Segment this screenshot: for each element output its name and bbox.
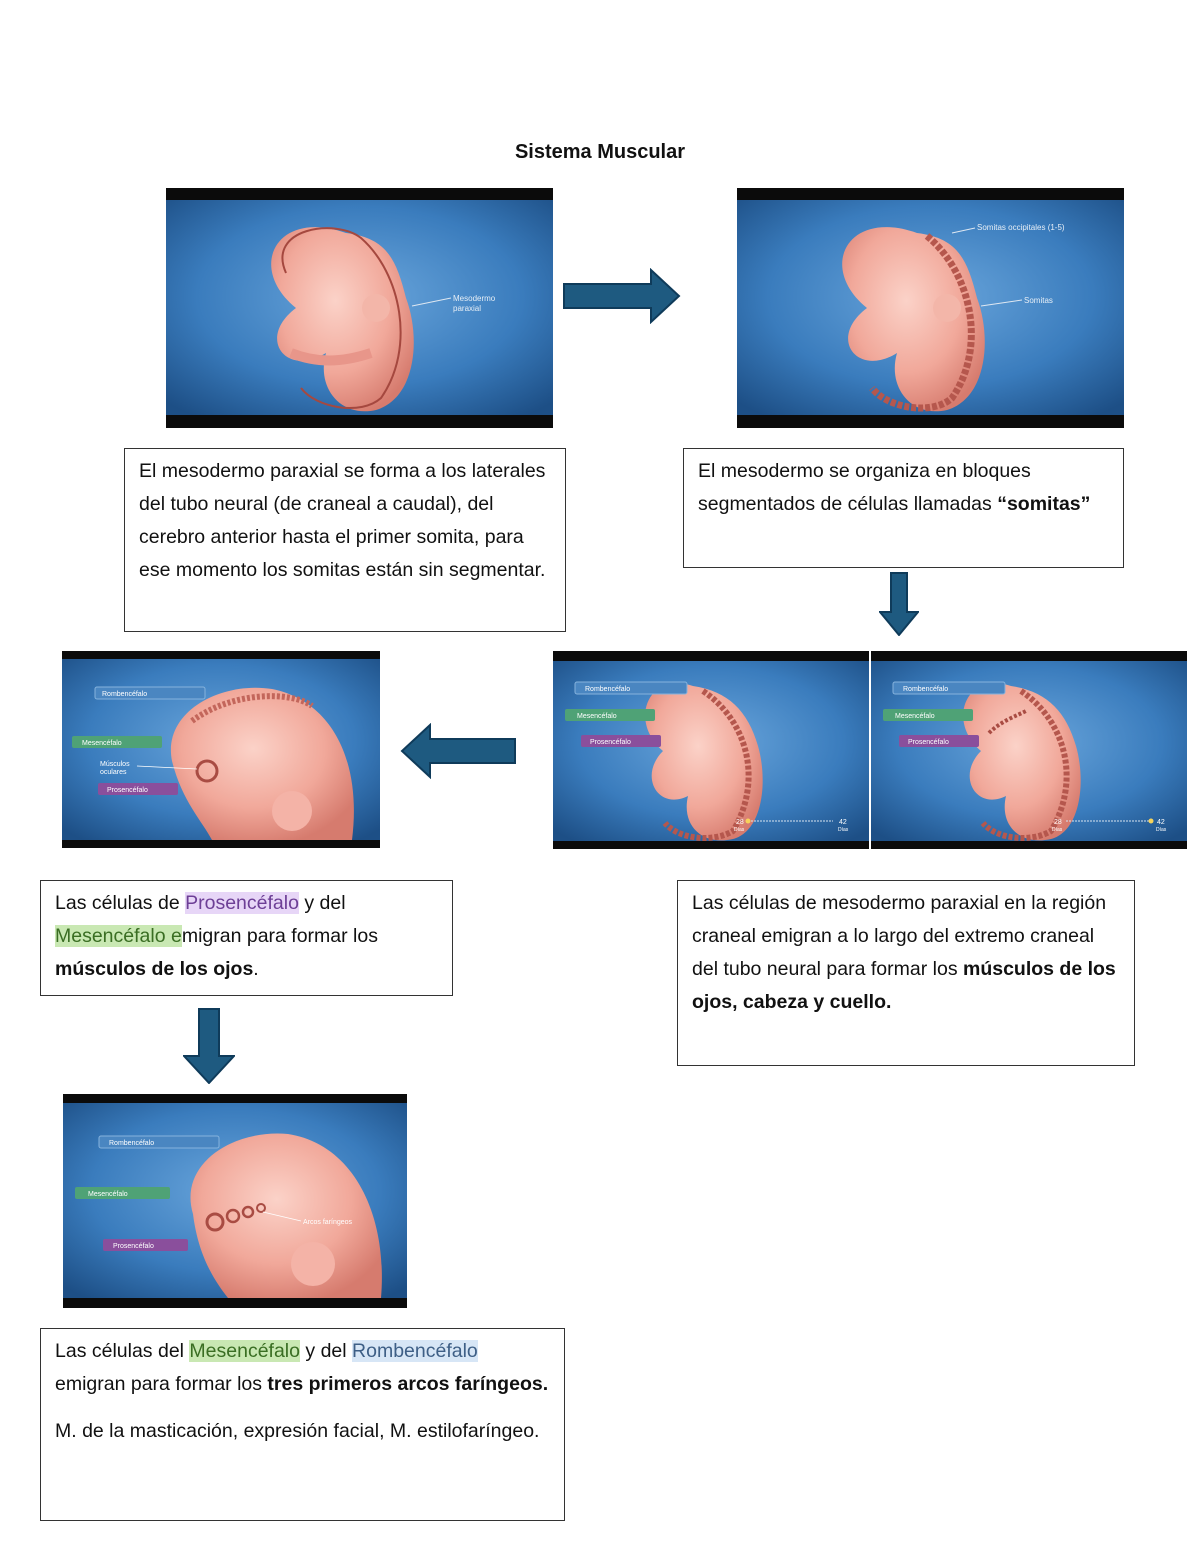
label-mesodermo: Mesodermo	[453, 294, 496, 303]
label-somitas-occipitales: Somitas occipitales (1-5)	[977, 223, 1065, 232]
embryo-image-day42: Rombencéfalo Mesencéfalo Prosencéfalo 28…	[871, 651, 1187, 849]
text-box-cranial-migration: Las células de mesodermo paraxial en la …	[677, 880, 1135, 1066]
label-prosencefalo: Prosencéfalo	[908, 739, 949, 746]
highlight-mesencefalo: Mesencéfalo	[189, 1340, 300, 1362]
label-arcos-faringeos: Arcos faríngeos	[303, 1219, 353, 1226]
timeline-end-unit: Días	[1156, 827, 1167, 833]
label-rombencefalo: Rombencéfalo	[903, 686, 948, 693]
embryo-image-somites: Somitas occipitales (1-5) Somitas	[737, 188, 1124, 428]
label-paraxial: paraxial	[453, 304, 481, 313]
timeline-start-unit: Días	[1052, 827, 1063, 833]
paraxial-mesoderm-text: El mesodermo paraxial se forma a los lat…	[139, 460, 546, 581]
text-box-pharyngeal-arches: Las células del Mesencéfalo y del Romben…	[40, 1328, 565, 1521]
arrow-right-icon	[563, 267, 681, 325]
label-mesencefalo: Mesencéfalo	[88, 1191, 128, 1198]
page-title: Sistema Muscular	[514, 141, 686, 163]
highlight-rombencefalo: Rombencéfalo	[352, 1340, 478, 1362]
label-rombencefalo: Rombencéfalo	[585, 686, 630, 693]
label-mesencefalo: Mesencéfalo	[895, 713, 935, 720]
somitas-term: “somitas”	[997, 493, 1091, 515]
label-prosencefalo: Prosencéfalo	[107, 787, 148, 794]
embryo-image-pharyngeal-arches: Arcos faríngeos Rombencéfalo Mesencéfalo…	[63, 1094, 407, 1308]
embryo-image-eye-muscles: Rombencéfalo Mesencéfalo Músculos ocular…	[62, 651, 380, 848]
label-rombencefalo: Rombencéfalo	[109, 1140, 154, 1147]
highlight-mesencefalo: Mesencéfalo e	[55, 925, 182, 947]
arrow-down-icon	[181, 1008, 237, 1085]
embryo-image-day28: Rombencéfalo Mesencéfalo Prosencéfalo 28…	[553, 651, 869, 849]
arrow-left-icon	[400, 722, 517, 780]
pharyngeal-arches-text: Las células del Mesencéfalo y del Romben…	[55, 1340, 549, 1395]
label-mesencefalo: Mesencéfalo	[82, 740, 122, 747]
text-box-somites: El mesodermo se organiza en bloques segm…	[683, 448, 1124, 568]
eye-muscles-text: Las células de Prosencéfalo y del Mesenc…	[55, 892, 378, 980]
arrow-down-icon	[877, 572, 921, 637]
timeline-start: 28	[736, 819, 744, 826]
somites-text: El mesodermo se organiza en bloques segm…	[698, 460, 1091, 515]
muscles-list-text: M. de la masticación, expresión facial, …	[55, 1420, 540, 1442]
label-oculares: oculares	[100, 769, 127, 776]
label-somitas: Somitas	[1024, 296, 1053, 305]
embryo-image-paraxial-mesoderm: Mesodermo paraxial	[166, 188, 553, 428]
highlight-prosencefalo: Prosencéfalo	[185, 892, 299, 914]
text-box-paraxial-mesoderm: El mesodermo paraxial se forma a los lat…	[124, 448, 566, 632]
timeline-end: 42	[839, 819, 847, 826]
text-box-eye-muscles: Las células de Prosencéfalo y del Mesenc…	[40, 880, 453, 996]
timeline-end-unit: Días	[838, 827, 849, 833]
label-mesencefalo: Mesencéfalo	[577, 713, 617, 720]
label-prosencefalo: Prosencéfalo	[590, 739, 631, 746]
timeline-start-unit: Días	[734, 827, 745, 833]
label-musculos: Músculos	[100, 761, 130, 768]
label-rombencefalo: Rombencéfalo	[102, 691, 147, 698]
timeline-end: 42	[1157, 819, 1165, 826]
cranial-migration-text: Las células de mesodermo paraxial en la …	[692, 892, 1116, 1013]
timeline-start: 28	[1054, 819, 1062, 826]
label-prosencefalo: Prosencéfalo	[113, 1243, 154, 1250]
